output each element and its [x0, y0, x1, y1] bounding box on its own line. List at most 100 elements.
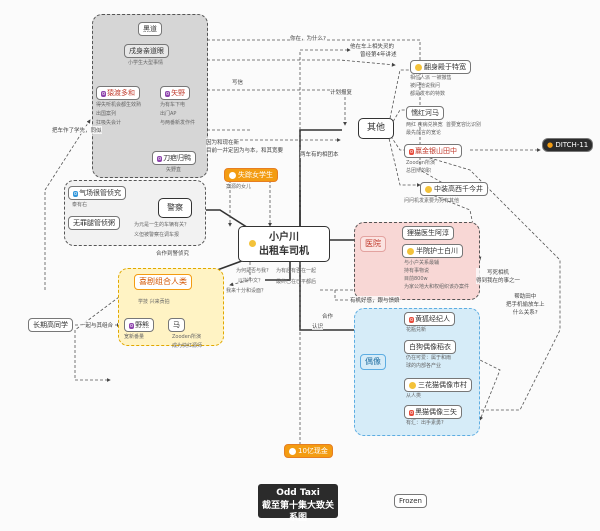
character-badge: o — [409, 149, 415, 155]
coin-icon — [289, 447, 296, 455]
idol2-node[interactable]: 马 — [168, 318, 185, 333]
money-node[interactable]: 10亿现金 — [284, 444, 333, 459]
h2-note-0: 与小户关系最辅 — [404, 260, 440, 266]
cooperate-label: 合作 — [322, 312, 334, 320]
r1-note-0: 相位人派 一被撤售 — [410, 75, 452, 81]
money-label: 10亿现金 — [298, 447, 328, 455]
i3-note: 从人类 — [406, 393, 422, 399]
ditch-node[interactable]: ● DITCH-11 — [542, 138, 594, 153]
r1-node[interactable]: 翻身殿于特宽 — [410, 60, 471, 75]
cb2: 为有后有否在一起 — [276, 268, 317, 274]
hospital-node[interactable]: 医院 — [360, 236, 386, 252]
h2-node[interactable]: 半院护士白川 — [402, 244, 463, 259]
missing-girl-node[interactable]: 失踪女学生 — [224, 168, 278, 183]
i4-label: 黑猫偶像三矢 — [415, 408, 458, 416]
missing-girl-label: 失踪女学生 — [238, 171, 273, 179]
r2-node[interactable]: 懦红河马 — [406, 106, 444, 121]
face-icon — [229, 171, 236, 179]
r2-note-2: 最先前言的宽论 — [406, 130, 442, 136]
i4-note: 有汇：出手素勇? — [406, 420, 444, 426]
r3-label: 赢金银山田中 — [415, 147, 458, 155]
character-badge: o — [409, 410, 415, 416]
title-line1: Odd Taxi — [276, 488, 320, 498]
idol1-note: 宽新番量 — [124, 334, 145, 340]
gang-right-note2: 出门AP — [160, 111, 177, 117]
police1-label: 气场很管侦究 — [79, 189, 122, 197]
r3-note-1: 总团辩的职 — [406, 168, 432, 174]
why-label: 你在，为什么? — [290, 34, 326, 42]
idolgroup-title[interactable]: 喜剧组合人类 — [134, 274, 192, 290]
cb4: 最终已在已平都后 — [276, 279, 317, 285]
idol-node[interactable]: 偶像 — [360, 354, 386, 370]
character-badge: o — [157, 156, 163, 162]
character-badge: o — [73, 191, 79, 197]
classmate-node[interactable]: 长期高同学 — [28, 318, 73, 333]
h2-note-3: 为家公地大和权组织该办案件 — [404, 284, 470, 290]
i2-node[interactable]: 白狗偶像稻衣 — [404, 340, 456, 355]
r4-label: 中装高西千今井 — [434, 185, 483, 193]
police2-node[interactable]: 无罪腿管侦粥 — [68, 216, 120, 231]
face-icon — [249, 240, 256, 247]
face-icon — [407, 247, 414, 255]
cb5: 我来十分和设面？ — [226, 288, 267, 294]
police1-note: 泰有右 — [72, 202, 88, 208]
hire2-label: 写信 — [232, 78, 244, 86]
i3-node[interactable]: 三花猫偶像市村 — [404, 378, 472, 393]
gang-boss-node[interactable]: 黑道 — [138, 22, 162, 37]
gang-note: 小学生大型事情 — [128, 60, 164, 66]
r2-note-1: 首要宽容比识别 — [446, 122, 482, 128]
edge-center-other — [299, 129, 342, 226]
r1-note-2: 都是发布的特数 — [410, 91, 446, 97]
title-block: Odd Taxi 截至第十集大致关系图 — [258, 484, 338, 523]
meet-label: 合作到警侦究 — [156, 249, 190, 257]
h2-note-2: 目前800w — [404, 276, 428, 282]
police-label2: 义但被警察在调车报 — [134, 232, 180, 238]
r1-label: 翻身殿于特宽 — [424, 63, 466, 71]
i2-note-0: 仍在可爱：属于和雨 — [406, 355, 452, 361]
r1-note-1: 被问他说我问 — [410, 83, 441, 89]
character-badge: o — [165, 91, 171, 97]
idol1-label: 野熊 — [135, 321, 150, 329]
center-line2: 出租车司机 — [259, 245, 309, 257]
partner-label: 因为和现在新 — [206, 138, 240, 146]
center-line1: 小户川 — [269, 232, 299, 243]
character-badge: o — [409, 317, 415, 323]
gang-sub-node[interactable]: 戌身亲道眼 — [124, 44, 169, 59]
other-node[interactable]: 其他 — [358, 118, 395, 139]
r3-note-0: Zooden所演 — [406, 160, 435, 166]
center-node[interactable]: 小户川 出租车司机 — [238, 226, 330, 262]
r4-node[interactable]: 中装高西千今井 — [420, 182, 488, 197]
seen-label: 写死相机 得到我在的事之一 — [476, 268, 521, 284]
police-title[interactable]: 警察 — [158, 198, 192, 218]
h1-node[interactable]: 狸猫医生阿淳 — [402, 226, 454, 241]
gang-left-label: 猿渡多和 — [107, 89, 136, 97]
gang-left-note3: 扛吸失会计 — [96, 120, 122, 126]
i1-label: 黄狐经纪人 — [415, 315, 451, 323]
i1-note: 花瓶兑新 — [406, 327, 427, 333]
author-node: Frozen — [394, 494, 427, 509]
ditch-label: DITCH-11 — [555, 141, 589, 149]
knife-edge-label: 把车作了学先，同似 — [52, 126, 102, 134]
sheet-label: 两车有的相团本 — [300, 150, 339, 158]
cb3: 以拟中文？ — [238, 278, 264, 284]
face-icon — [425, 185, 432, 193]
hint2-label: 曾经第4年讲述 — [360, 50, 397, 58]
idol2-note-0: Zooden所演 — [172, 334, 201, 340]
idol2-note-1: 成为快红源师 — [172, 343, 203, 349]
tracing-label: 计划报复 — [330, 88, 353, 96]
conflict-label: 有机好感，跟与馈娘 — [350, 296, 400, 304]
cb1: 为何是否与我? — [236, 268, 269, 274]
ditch-icon: ● — [547, 141, 554, 149]
h2-note-1: 持有事物说 — [404, 268, 430, 274]
r4-note: 问问机发素要为另有其他 — [404, 198, 460, 204]
character-badge: o — [129, 323, 135, 329]
i3-label: 三花猫偶像市村 — [418, 381, 467, 389]
